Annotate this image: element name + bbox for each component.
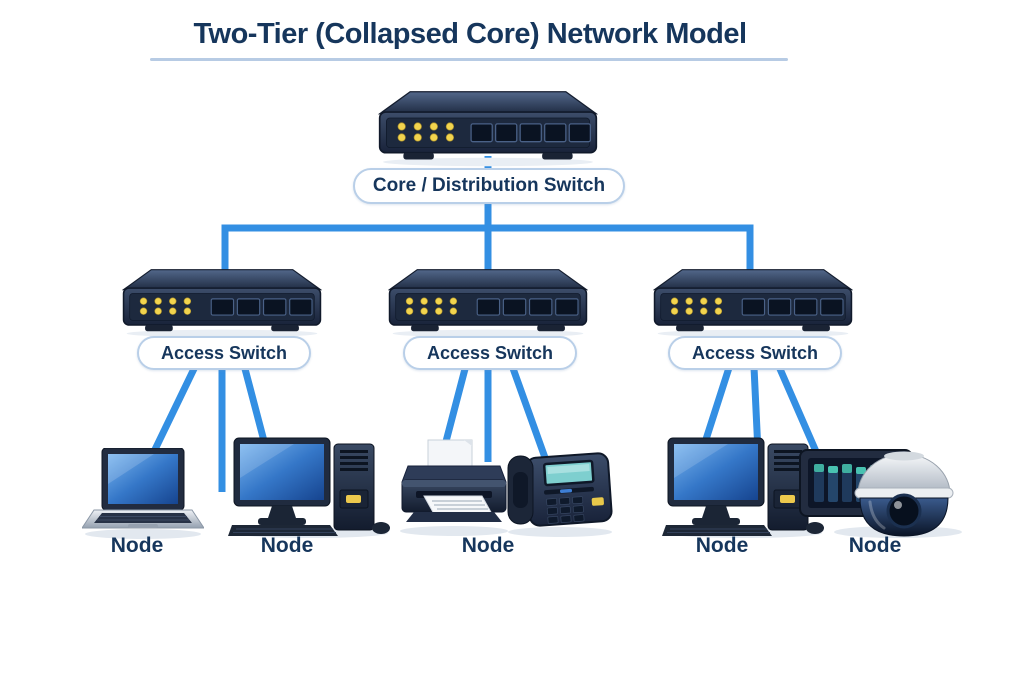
node-label-3: Node: [461, 534, 515, 557]
node-label-1: Node: [110, 534, 164, 557]
ip-phone-icon: [507, 452, 613, 537]
page-title: Two-Tier (Collapsed Core) Network Model: [193, 18, 747, 50]
desktop-computer-icon-1: [228, 437, 390, 538]
node-label-5: Node: [848, 534, 902, 557]
access-switch-icon-3: [653, 268, 853, 339]
access-switch-label-3: Access Switch: [668, 336, 842, 370]
access-switch-label-1: Access Switch: [137, 336, 311, 370]
laptop-icon: [82, 448, 204, 539]
dome-camera: [854, 451, 954, 537]
printer-icon: [400, 439, 508, 536]
node-label-2: Node: [260, 534, 314, 557]
node-label-4: Node: [695, 534, 749, 557]
access-switch-icon-2: [388, 268, 588, 339]
core-distribution-switch-icon: [378, 90, 598, 168]
core-switch-label: Core / Distribution Switch: [353, 168, 625, 204]
access-switch-icon-1: [122, 268, 322, 339]
title-underline: [150, 58, 788, 61]
security-camera-icon: [799, 449, 962, 538]
desktop-computer-icon-2: [662, 437, 824, 538]
access-switch-label-2: Access Switch: [403, 336, 577, 370]
